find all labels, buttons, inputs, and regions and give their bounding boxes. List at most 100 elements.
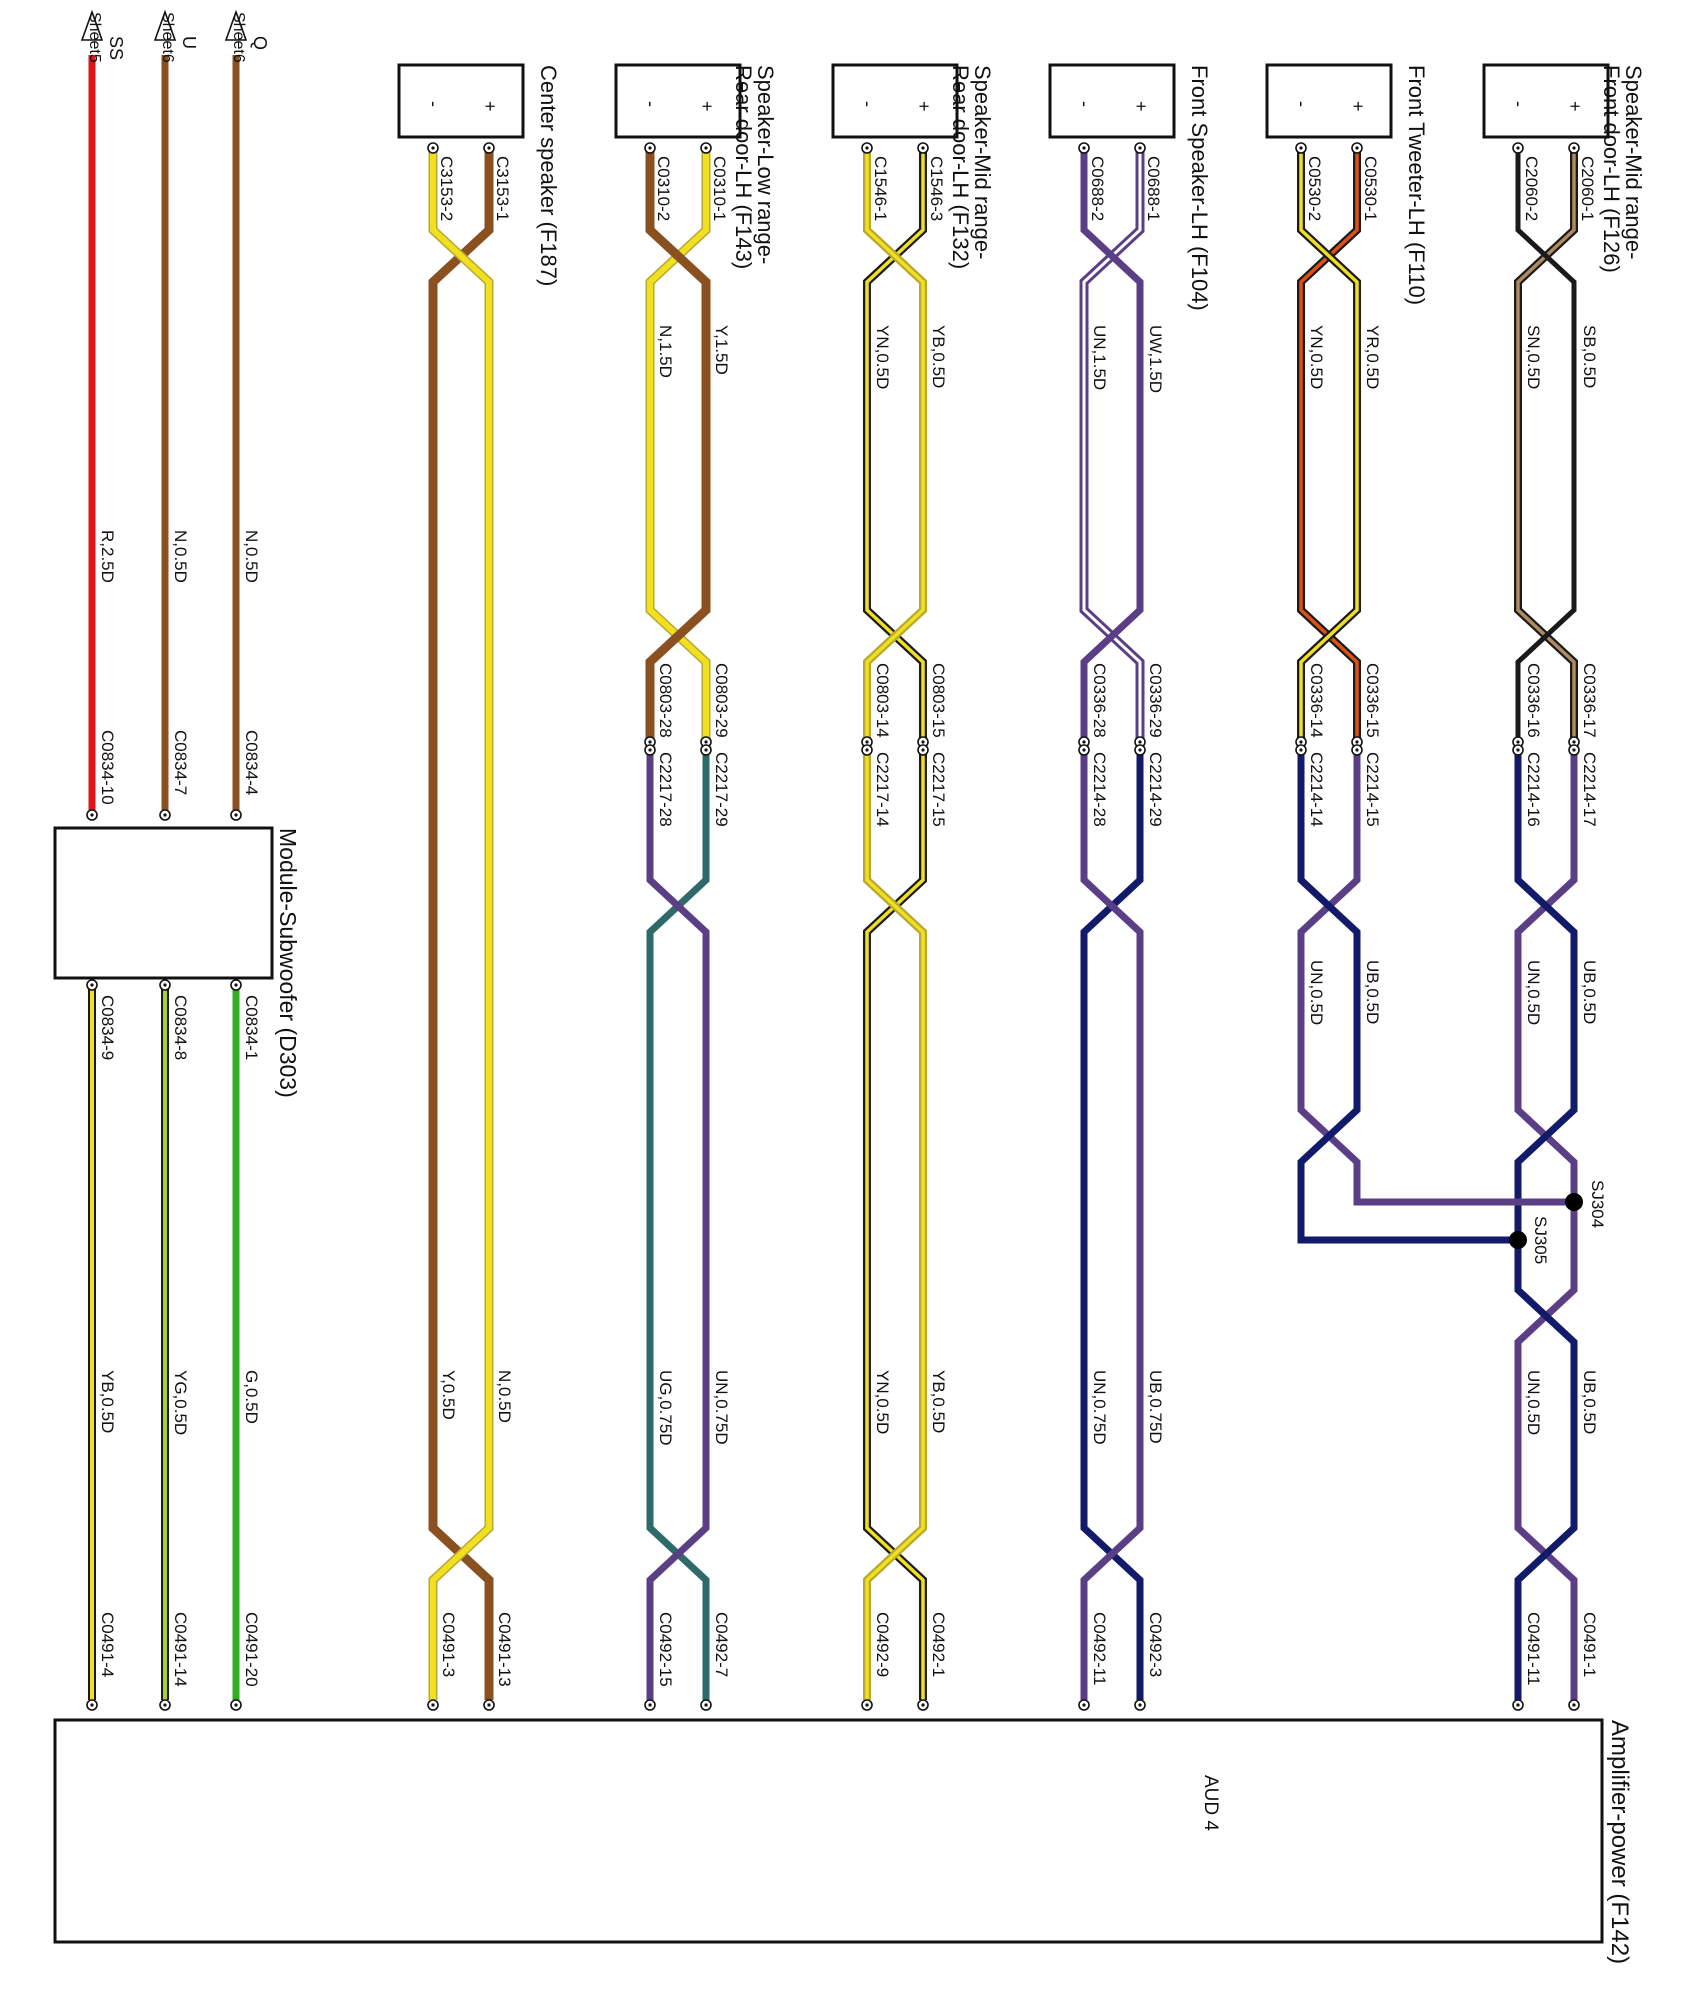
- subwoofer-row-ss: SSSheet5R,2.5DC0834-10C0834-9YB,0.5DC049…: [80, 9, 126, 1711]
- amp-terminal-f143-plus-dot: [704, 1703, 708, 1707]
- connector-label-f143-c1: C0803-29: [712, 663, 731, 738]
- inline-f126-plus-a-dot: [1572, 740, 1576, 744]
- inline-f110-minus-b-dot: [1299, 748, 1303, 752]
- terminal-label-f104-plus: C0688-1: [1144, 156, 1163, 221]
- amp-pin-f126-minus: C0491-11: [1524, 1612, 1543, 1685]
- amp-pin-f126-plus: C0491-1: [1580, 1612, 1599, 1677]
- connector-label-f104-c4: C2214-28: [1090, 752, 1109, 827]
- off-sheet-arrow-icon[interactable]: [153, 9, 177, 41]
- wire-label-f104-plus: UW,1.5D: [1146, 325, 1165, 393]
- speaker-plus-sign: +: [480, 101, 500, 112]
- terminal-label-f110-minus: C0530-2: [1305, 156, 1324, 221]
- inline-f104-minus-b-dot: [1082, 748, 1086, 752]
- off-sheet-arrow-icon[interactable]: [224, 9, 248, 41]
- wire-f104-plus-lower: [1080, 750, 1144, 1700]
- wire-f187-minus-core: [430, 150, 492, 1700]
- subwoofer-row-u: USheet6N,0.5DC0834-7C0834-8YG,0.5DC0491-…: [153, 9, 199, 1711]
- sub-terminal-out-u-dot: [163, 983, 167, 987]
- speaker-box-f110: [1265, 63, 1393, 139]
- inline-f110-minus-a-dot: [1299, 740, 1303, 744]
- terminal-f126-minus-dot: [1516, 146, 1520, 150]
- terminal-f143-plus-dot: [704, 146, 708, 150]
- sub-wire-out-label-q: G,0.5D: [242, 1370, 261, 1424]
- off-sheet-letter-u: U: [179, 36, 199, 49]
- connector-label-f143-c4: C2217-28: [656, 752, 675, 827]
- speaker-f110: +-Front Tweeter-LH (F110)C0530-1C0530-2Y…: [1265, 63, 1429, 1025]
- wire-label-f126-end-plus: UB,0.5D: [1580, 1370, 1599, 1434]
- wire-f126-plus-upper-core: [1516, 148, 1576, 744]
- speaker-subtitle-f132: Rear door-LH (F132): [948, 65, 973, 269]
- wire-label-f126-minus: SN,0.5D: [1524, 325, 1543, 389]
- subwoofer-box: [53, 826, 274, 980]
- wire-f187-minus: [428, 150, 494, 1700]
- aud-group-label: AUD 4: [1200, 1775, 1221, 1831]
- terminal-f104-minus-dot: [1082, 146, 1086, 150]
- speaker-minus-sign: -: [424, 101, 444, 107]
- splice-sj305: [1509, 1231, 1527, 1249]
- sub-wire-out-label-ss: YB,0.5D: [98, 1370, 117, 1433]
- speaker-title-f187: Center speaker (F187): [536, 65, 561, 286]
- off-sheet-arrow-icon[interactable]: [80, 9, 104, 41]
- amp-terminal-f126-plus-dot: [1572, 1703, 1576, 1707]
- speaker-f143: +-Speaker-Low range-Rear door-LH (F143)C…: [614, 63, 778, 1763]
- wire-f143-plus-lower: [646, 750, 710, 1700]
- amp-terminal-f104-minus-dot: [1082, 1703, 1086, 1707]
- speaker-plus-sign: +: [1348, 101, 1368, 112]
- speaker-minus-sign: -: [1292, 101, 1312, 107]
- sub-amp-terminal-q-dot: [234, 1703, 238, 1707]
- amp-terminal-f143-minus-dot: [648, 1703, 652, 1707]
- wire-f143-minus-lower: [646, 750, 710, 1700]
- sub-terminal-in-u-dot: [163, 813, 167, 817]
- amp-pin-f187-plus: C0491-13: [495, 1612, 514, 1687]
- sub-pin-out-q: C0834-1: [242, 995, 261, 1060]
- connector-label-f132-c2: C0803-14: [873, 663, 892, 738]
- terminal-f110-minus-dot: [1299, 146, 1303, 150]
- wire-label-f110-mid-plus: UB,0.5D: [1363, 960, 1382, 1024]
- wire-f104-minus-upper: [1080, 150, 1144, 742]
- wire-label-f126-end-minus: UN,0.5D: [1524, 1370, 1543, 1435]
- sub-amp-pin-ss: C0491-4: [98, 1612, 117, 1677]
- connector-label-f132-c1: C0803-15: [929, 663, 948, 738]
- wire-label-f143-minus: N,1.5D: [656, 325, 675, 378]
- wire-label-f132-minus: YN,0.5D: [873, 325, 892, 389]
- inline-f104-plus-b-dot: [1138, 748, 1142, 752]
- connector-label-f110-c2: C0336-14: [1307, 663, 1326, 738]
- wire-label-f104-minus: UN,1.5D: [1090, 325, 1109, 390]
- sub-terminal-in-q-dot: [234, 813, 238, 817]
- amp-pin-f132-plus: C0492-1: [929, 1612, 948, 1677]
- wire-f143-minus-upper: [645, 150, 711, 742]
- speaker-f132: +-Speaker-Mid range-Rear door-LH (F132)C…: [831, 63, 995, 1853]
- wire-f126-minus-upper: [1515, 147, 1577, 745]
- wire-f110-minus-lower: [1297, 750, 1518, 1244]
- amplifier-box: [53, 1718, 1604, 1944]
- speaker-box-f126: [1482, 63, 1610, 139]
- amp-terminal-f104-plus-dot: [1138, 1703, 1142, 1707]
- wire-label-f143-end-plus: UN,0.75D: [712, 1370, 731, 1445]
- connector-label-f126-c1: C0336-17: [1580, 663, 1599, 738]
- wire-label-f104-end-minus: UN,0.75D: [1090, 1370, 1109, 1445]
- sub-pin-in-ss: C0834-10: [98, 730, 117, 805]
- sub-pin-in-u: C0834-7: [171, 730, 190, 795]
- wire-f132-plus-upper-core: [865, 150, 925, 742]
- speaker-f126: +-Speaker-Mid range-Front door-LH (F126)…: [1482, 63, 1646, 1851]
- connector-label-f110-c4: C2214-14: [1307, 752, 1326, 827]
- terminal-f187-minus-dot: [431, 146, 435, 150]
- splice-sj305-label: SJ305: [1531, 1216, 1550, 1264]
- speaker-minus-sign: -: [641, 101, 661, 107]
- sub-pin-out-ss: C0834-9: [98, 995, 117, 1060]
- subwoofer-title: Module-Subwoofer (D303): [275, 828, 301, 1098]
- wire-label-f126-mid-plus: UB,0.5D: [1580, 960, 1599, 1024]
- amp-terminal-f132-minus-dot: [865, 1703, 869, 1707]
- amp-pin-f104-minus: C0492-11: [1090, 1612, 1109, 1685]
- speaker-subtitle-f143: Rear door-LH (F143): [731, 65, 756, 269]
- terminal-label-f187-plus: C3153-1: [493, 156, 512, 221]
- speaker-plus-sign: +: [914, 101, 934, 112]
- wire-f110-plus-lower: [1297, 750, 1574, 1206]
- speaker-minus-sign: -: [1075, 101, 1095, 107]
- sub-wire-in-label-q: N,0.5D: [242, 530, 261, 583]
- speaker-title-f132: Speaker-Mid range-: [970, 65, 995, 259]
- off-sheet-ref-u: Sheet6: [159, 12, 176, 63]
- terminal-f132-minus-dot: [865, 146, 869, 150]
- speaker-layer: +-Speaker-Mid range-Front door-LH (F126)…: [397, 63, 1646, 1883]
- speaker-title-f143: Speaker-Low range-: [753, 65, 778, 264]
